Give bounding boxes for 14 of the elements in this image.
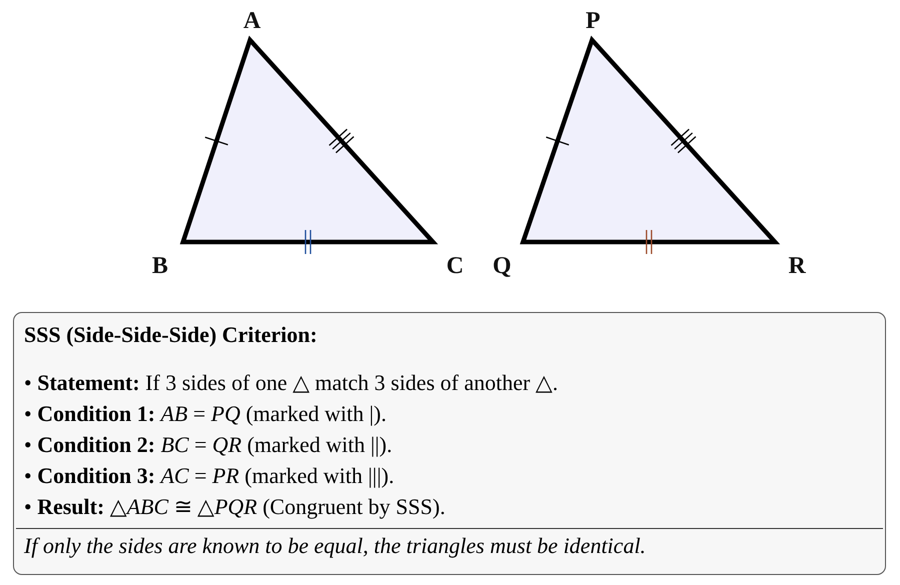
vertex-label: B bbox=[152, 254, 168, 278]
bullet-item: • Condition 3: AC = PR (marked with |||). bbox=[24, 462, 394, 490]
vertex-label: Q bbox=[492, 254, 512, 278]
vertex-label: A bbox=[243, 9, 261, 33]
vertex-label: C bbox=[446, 254, 464, 278]
card-title: SSS (Side-Side-Side) Criterion: bbox=[24, 321, 318, 349]
vertex-label: R bbox=[788, 254, 806, 278]
bullet-item: • Statement: If 3 sides of one △ match 3 sides of another △. bbox=[24, 369, 558, 397]
note-text: If only the sides are known to be equal, the triangles must be identical. bbox=[24, 532, 646, 560]
criterion-card bbox=[13, 312, 886, 575]
bullet-item: • Result: △ABC ≅ △PQR (Congruent by SSS). bbox=[24, 493, 446, 521]
bullet-item: • Condition 1: AB = PQ (marked with |). bbox=[24, 400, 386, 428]
bullet-item: • Condition 2: BC = QR (marked with ||). bbox=[24, 431, 392, 459]
vertex-label: P bbox=[586, 9, 600, 33]
